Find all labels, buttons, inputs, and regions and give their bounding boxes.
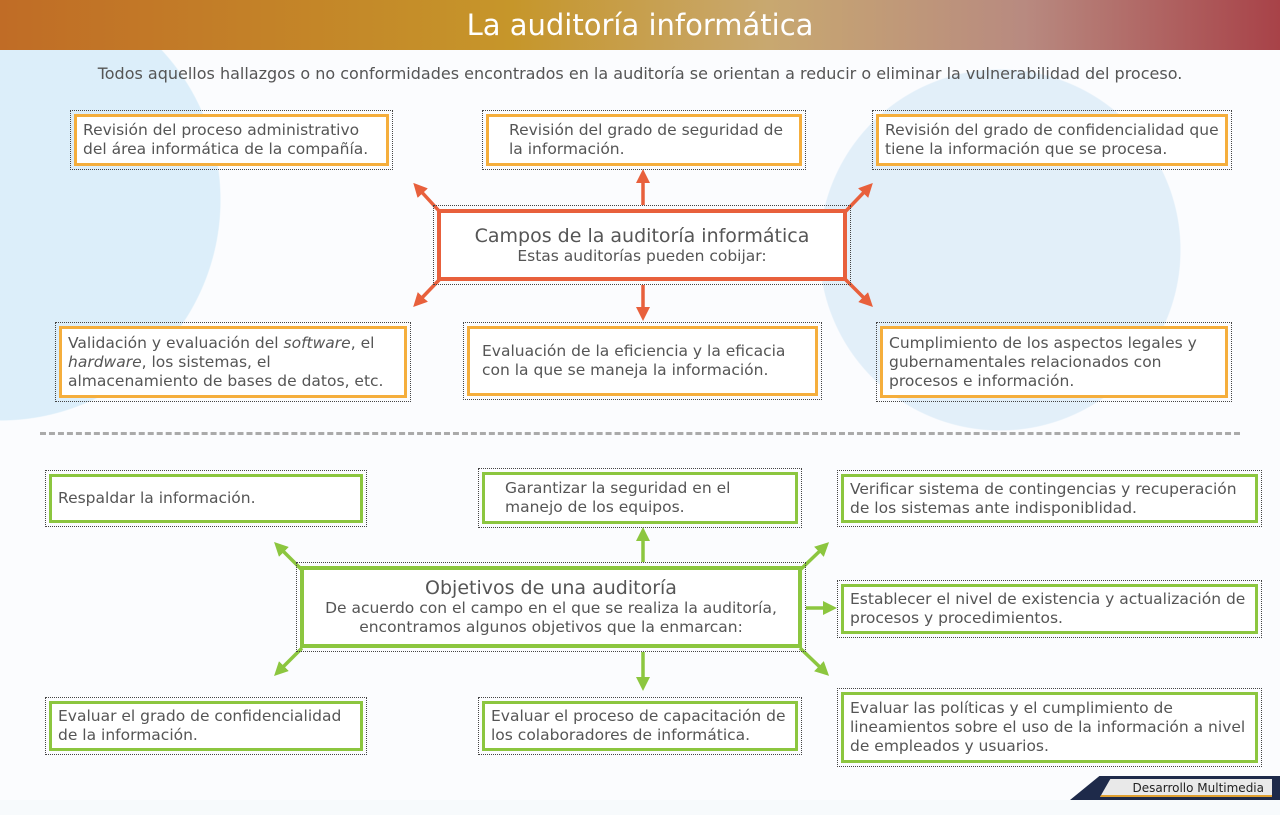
campo-text: Revisión del grado de seguridad de la in… <box>486 114 802 166</box>
arrow <box>798 542 830 572</box>
footer-credit: Desarrollo Multimedia UMNG <box>1070 776 1280 800</box>
campos-center-box: Campos de la auditoría informática Estas… <box>433 205 851 285</box>
objetivo-box: Evaluar el grado de confidencialidad de … <box>45 697 367 755</box>
campo-box: Revisión del grado de seguridad de la in… <box>482 110 806 170</box>
campo-text: Cumplimiento de los aspectos legales y g… <box>880 326 1228 398</box>
campo-box: Revisión del proceso administrativo del … <box>70 110 393 170</box>
objetivos-subtitle: De acuerdo con el campo en el que se rea… <box>325 599 777 636</box>
campo-text: Revisión del proceso administrativo del … <box>74 114 389 166</box>
objetivo-text: Respaldar la información. <box>49 474 363 523</box>
arrow <box>843 182 873 214</box>
campo-text: Revisión del grado de confidencialidad q… <box>876 114 1228 166</box>
campo-text: Evaluación de la eficiencia y la eficaci… <box>467 326 818 396</box>
text: software <box>283 333 351 352</box>
campo-box: Validación y evaluación del software, el… <box>55 322 411 402</box>
objetivo-text: Establecer el nivel de existencia y actu… <box>841 584 1258 634</box>
text: , el <box>350 333 375 352</box>
objetivo-box: Respaldar la información. <box>45 470 367 527</box>
intro-text: Todos aquellos hallazgos o no conformida… <box>97 64 1183 83</box>
campo-box: Revisión del grado de confidencialidad q… <box>872 110 1232 170</box>
section-divider <box>40 432 1240 435</box>
objetivo-text: Verificar sistema de contingencias y rec… <box>841 474 1258 523</box>
objetivo-box: Evaluar el proceso de capacitación de lo… <box>478 697 802 755</box>
campo-text: Validación y evaluación del software, el… <box>59 326 407 398</box>
arrow <box>274 542 304 572</box>
campo-box: Cumplimiento de los aspectos legales y g… <box>876 322 1232 402</box>
arrow <box>843 277 873 307</box>
campos-subtitle: Estas auditorías pueden cobijar: <box>517 246 767 265</box>
campo-box: Evaluación de la eficiencia y la eficaci… <box>463 322 822 400</box>
objetivo-text: Evaluar el proceso de capacitación de lo… <box>482 701 798 751</box>
arrow <box>413 277 442 308</box>
campos-title: Campos de la auditoría informática <box>474 224 810 247</box>
objetivo-box: Garantizar la seguridad en el manejo de … <box>478 468 802 528</box>
text: hardware <box>68 352 142 371</box>
header-bar: La auditoría informática <box>0 0 1280 50</box>
text: , los sistemas, el almacenamiento de bas… <box>68 352 384 390</box>
objetivos-center-box: Objetivos de una auditoría De acuerdo co… <box>296 562 806 652</box>
arrow <box>413 182 442 214</box>
page-title: La auditoría informática <box>466 8 814 42</box>
objetivo-box: Verificar sistema de contingencias y rec… <box>837 470 1262 527</box>
text: Validación y evaluación del <box>68 333 284 352</box>
objetivo-text: Evaluar las políticas y el cumplimiento … <box>841 692 1258 763</box>
footer-text: Desarrollo Multimedia UMNG <box>1100 779 1272 797</box>
objetivo-text: Evaluar el grado de confidencialidad de … <box>49 701 363 751</box>
objetivo-text: Garantizar la seguridad en el manejo de … <box>482 472 798 524</box>
objetivo-box: Evaluar las políticas y el cumplimiento … <box>837 688 1262 767</box>
objetivos-title: Objetivos de una auditoría <box>425 577 677 599</box>
objetivo-box: Establecer el nivel de existencia y actu… <box>837 580 1262 638</box>
